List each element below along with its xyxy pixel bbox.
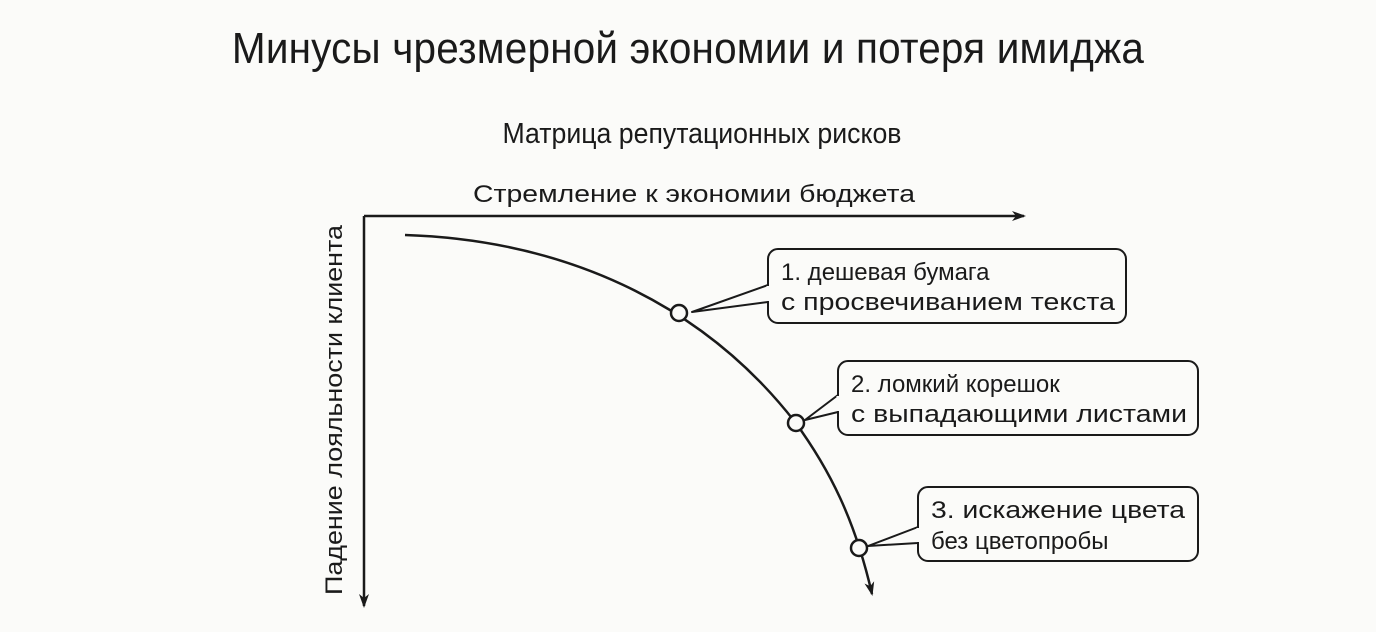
callout-3: 3. искажение цвета без цветопробы [867, 486, 1199, 562]
diagram-subtitle: Матрица репутационных рисков [502, 118, 902, 150]
loyalty-curve [404, 233, 875, 596]
callout-3-pointer [867, 526, 919, 547]
callout-1-pointer [691, 284, 769, 313]
x-axis-label: Стремление к экономии бюджета [473, 181, 916, 208]
callout-2: 2. ломкий корешок с выпадающими листами [804, 360, 1199, 436]
callout-1-line1: 1. дешевая бумага [781, 259, 990, 286]
risk-point-3 [849, 538, 869, 558]
callout-3-line1: 3. искажение цвета [931, 497, 1186, 524]
callout-1-line2: с просвечиванием текста [781, 289, 1116, 316]
callout-2-pointer [804, 394, 839, 421]
callout-3-line2: без цветопробы [931, 528, 1109, 555]
risk-point-1 [669, 303, 689, 323]
callout-2-line1: 2. ломкий корешок [851, 371, 1060, 398]
page-title: Минусы чрезмерной экономии и потеря имид… [231, 24, 1145, 73]
risk-point-2 [786, 413, 806, 433]
callout-1: 1. дешевая бумага с просвечиванием текст… [691, 248, 1127, 324]
y-axis-label: Падение лояльности клиента [321, 224, 348, 595]
callout-2-line2: с выпадающими листами [851, 401, 1187, 428]
callout-3-box [917, 486, 1199, 562]
